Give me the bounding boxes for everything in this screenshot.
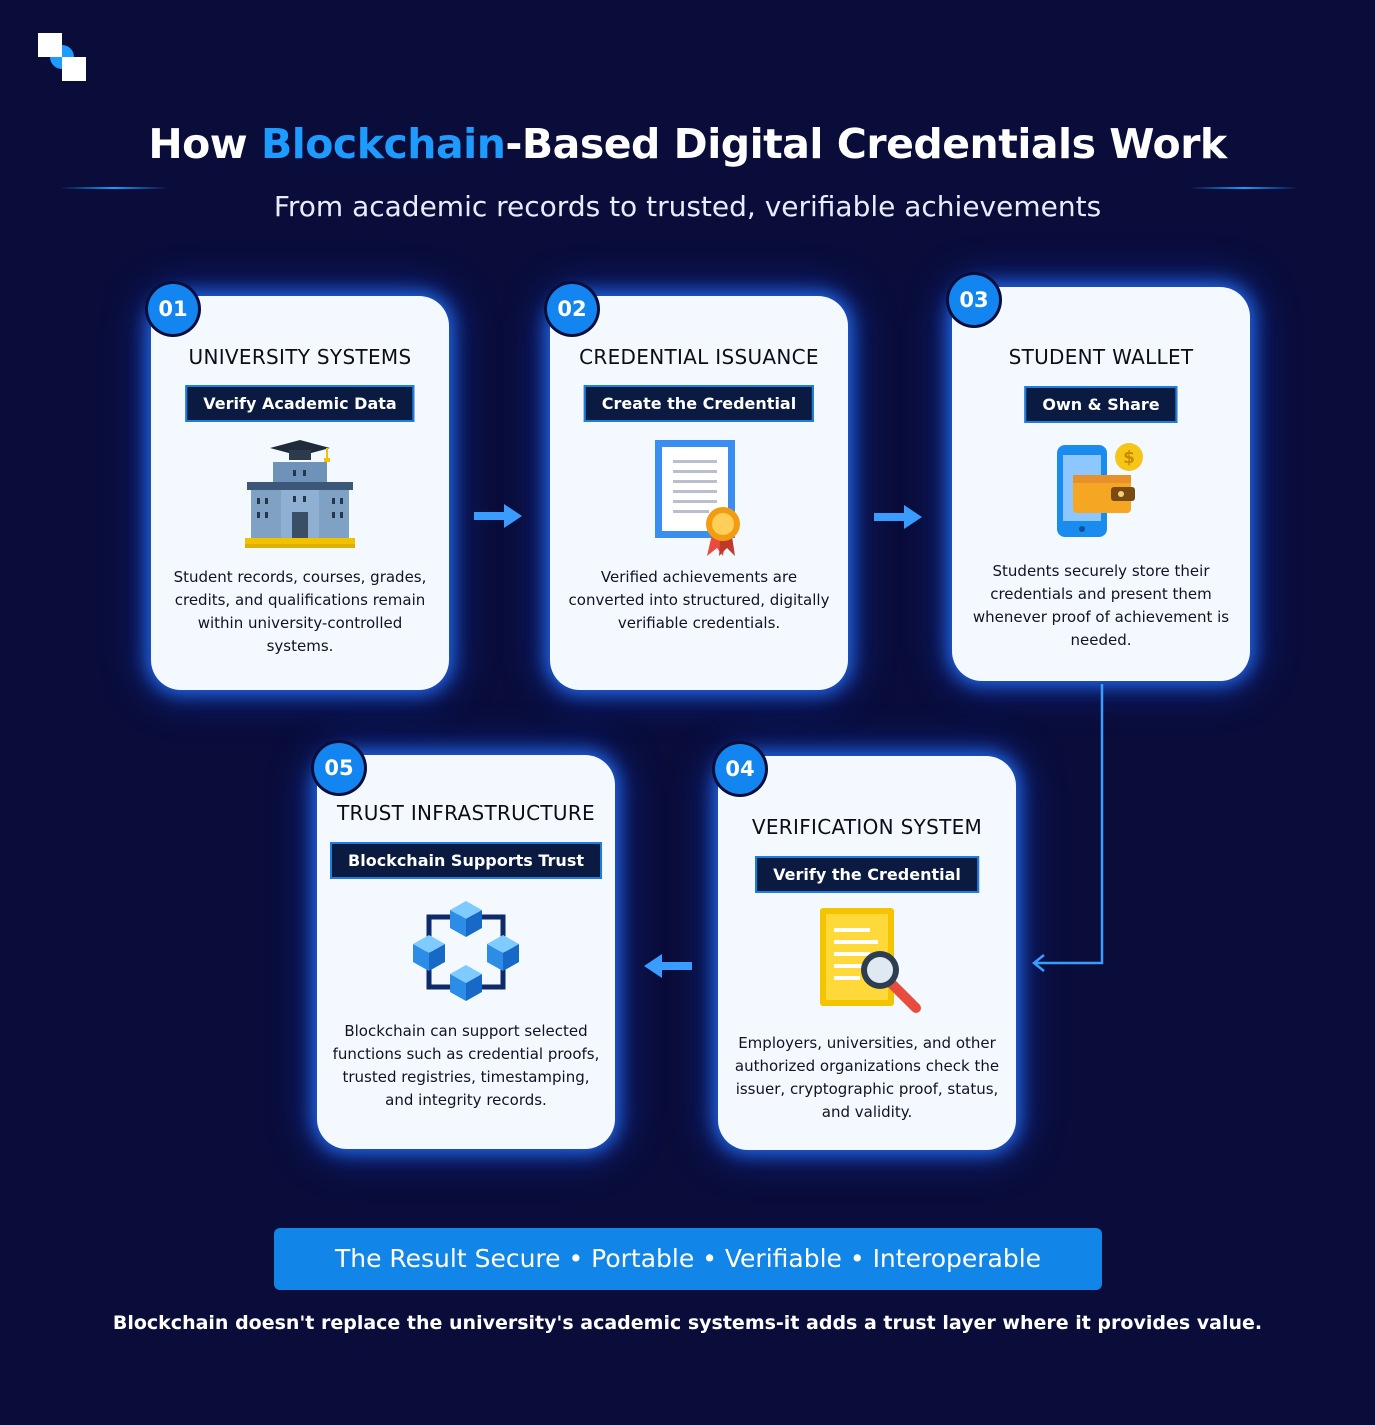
document-search-icon — [820, 908, 921, 1013]
step-card-student-wallet: 03 STUDENT WALLET Own & Share $ Students… — [949, 275, 1250, 681]
arrow-right-icon — [474, 504, 522, 528]
step-card-trust-infrastructure: 05 TRUST INFRASTRUCTURE Blockchain Suppo… — [314, 743, 615, 1149]
connector-arrow-icon — [1031, 684, 1104, 972]
step-title: CREDENTIAL ISSUANCE — [579, 345, 819, 369]
step-title: VERIFICATION SYSTEM — [751, 815, 983, 839]
step-description: Student records, courses, grades, credit… — [173, 568, 427, 655]
university-building-icon — [245, 440, 355, 548]
step-card-verification-system: 04 VERIFICATION SYSTEM Verify the Creden… — [715, 744, 1016, 1150]
page-subtitle: From academic records to trusted, verifi… — [273, 190, 1102, 223]
step-description: Employers, universities, and other autho… — [734, 1034, 1000, 1121]
title-suffix: -Based Digital Credentials Work — [505, 120, 1227, 168]
page-title: How Blockchain-Based Digital Credentials… — [0, 120, 1375, 168]
step-action-label: Verify Academic Data — [185, 385, 415, 422]
step-title: TRUST INFRASTRUCTURE — [337, 801, 595, 825]
step-description: Students securely store their credential… — [972, 562, 1230, 649]
svg-text:$: $ — [1123, 448, 1135, 468]
title-prefix: How — [148, 120, 261, 168]
step-number-badge: 01 — [148, 284, 198, 334]
step-action-label: Verify the Credential — [755, 856, 979, 893]
step-action-label: Blockchain Supports Trust — [330, 842, 602, 879]
step-title: UNIVERSITY SYSTEMS — [188, 345, 412, 369]
result-banner: The Result Secure • Portable • Verifiabl… — [274, 1228, 1102, 1290]
step-card-university-systems: 01 UNIVERSITY SYSTEMS Verify Academic Da… — [148, 284, 449, 690]
step-title: STUDENT WALLET — [1008, 345, 1194, 369]
title-rule-left — [60, 187, 168, 189]
step-number-badge: 02 — [547, 284, 597, 334]
mobile-wallet-icon: $ — [1057, 443, 1143, 537]
blockchain-cubes-icon — [413, 901, 519, 1001]
step-number-badge: 05 — [314, 743, 364, 793]
step-action-label: Create the Credential — [583, 385, 815, 422]
arrow-left-icon — [644, 954, 692, 978]
step-number-badge: 04 — [715, 744, 765, 794]
step-description: Verified achievements are converted into… — [568, 568, 830, 632]
footnote-text: Blockchain doesn't replace the universit… — [112, 1312, 1263, 1334]
title-rule-right — [1190, 187, 1298, 189]
step-action-label: Own & Share — [1024, 386, 1178, 423]
certificate-icon — [655, 440, 740, 556]
brand-logo-icon — [38, 33, 86, 81]
step-number-badge: 03 — [949, 275, 999, 325]
step-card-credential-issuance: 02 CREDENTIAL ISSUANCE Create the Creden… — [547, 284, 848, 690]
arrow-right-icon — [874, 505, 922, 529]
title-highlight: Blockchain — [260, 120, 506, 168]
step-description: Blockchain can support selected function… — [332, 1022, 600, 1109]
